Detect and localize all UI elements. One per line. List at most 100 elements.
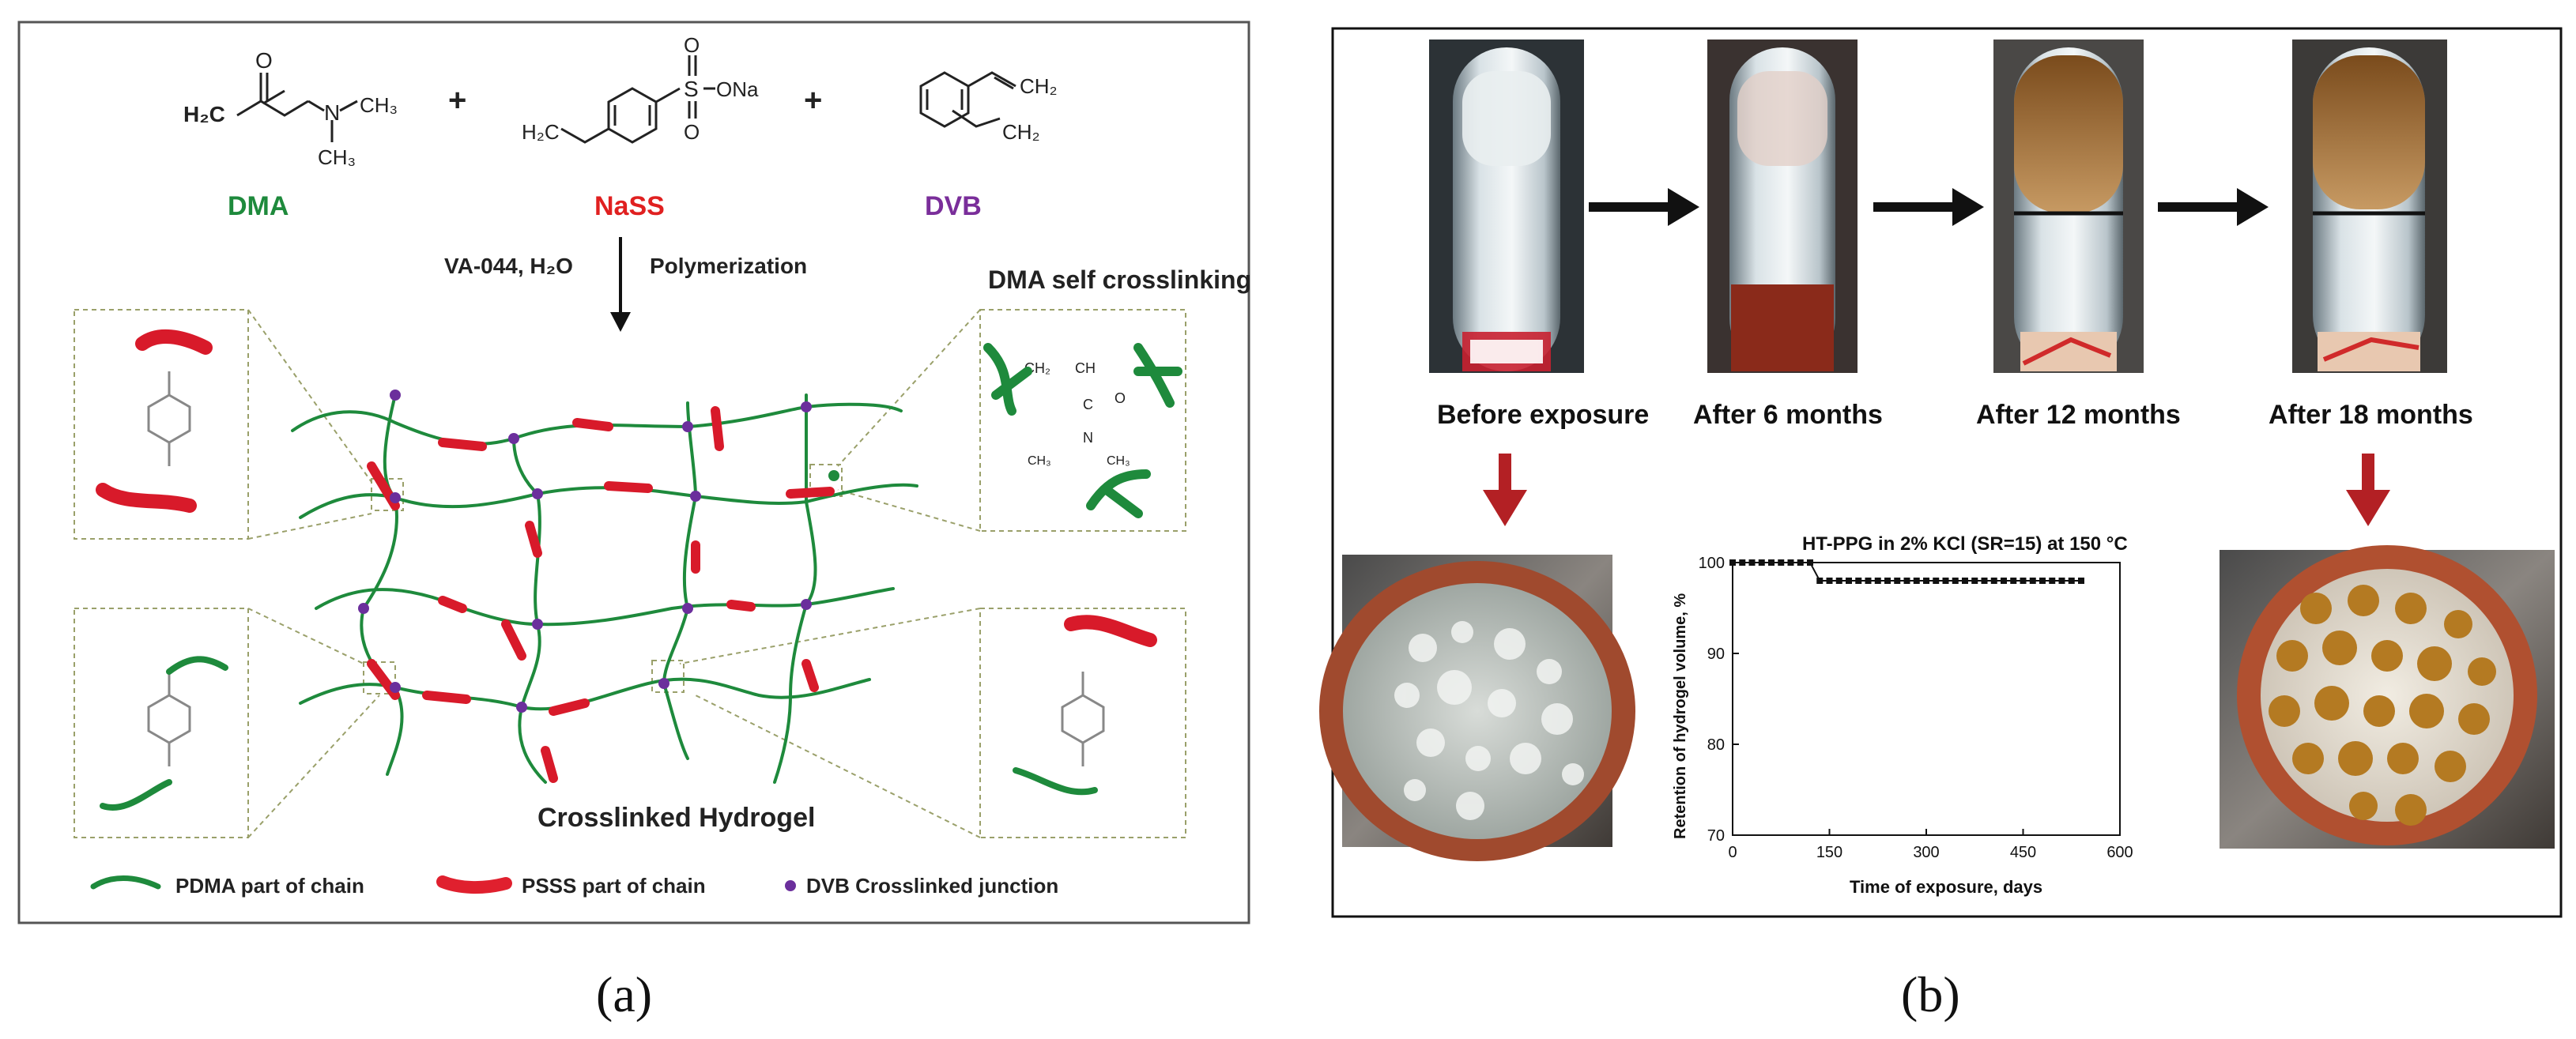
data-point xyxy=(1865,578,1872,584)
data-point xyxy=(1903,578,1910,584)
y-tick-label: 90 xyxy=(1707,646,1725,663)
plus-sign-2: + xyxy=(804,83,822,118)
monomer-nass-label: NaSS xyxy=(594,191,665,221)
data-point xyxy=(1913,578,1920,584)
time-arrows xyxy=(1589,188,2269,226)
nass-s: S xyxy=(684,77,699,101)
chart-xlabel: Time of exposure, days xyxy=(1850,877,2042,897)
down-arrows xyxy=(1483,454,2390,526)
legend-pdma-swatch xyxy=(90,875,161,890)
data-point xyxy=(1787,559,1794,566)
data-point xyxy=(1816,578,1824,584)
self-crosslinking-label: DMA self crosslinking xyxy=(988,265,1251,294)
data-point xyxy=(1962,578,1968,584)
stage-label-18-months: After 18 months xyxy=(2269,400,2473,430)
nass-structure xyxy=(560,55,715,144)
tube-photo-before xyxy=(1429,40,1584,373)
data-point xyxy=(1981,578,1988,584)
y-tick-label: 80 xyxy=(1707,736,1725,754)
inset-o: O xyxy=(1115,390,1126,406)
data-point xyxy=(1807,559,1813,566)
data-point xyxy=(1923,578,1929,584)
legend-pdma-label: PDMA part of chain xyxy=(175,874,364,898)
data-point xyxy=(2078,578,2084,584)
chart-marks xyxy=(1729,559,2084,584)
data-point xyxy=(1729,559,1736,566)
panel-a-caption: (a) xyxy=(596,966,652,1022)
hydrogel-label: Crosslinked Hydrogel xyxy=(537,803,815,833)
data-point xyxy=(1942,578,1949,584)
data-point xyxy=(1758,559,1765,566)
legend-dvb-swatch xyxy=(785,880,796,891)
reaction-arrowhead xyxy=(610,312,631,332)
reaction-conditions: VA-044, H₂O xyxy=(444,254,573,278)
tube-photo-18-months xyxy=(2292,40,2447,373)
stage-label-6-months: After 6 months xyxy=(1693,400,1883,430)
data-point xyxy=(2049,578,2056,584)
data-point xyxy=(1855,578,1862,584)
inset-bottom-right xyxy=(979,608,1186,838)
dma-n: N xyxy=(324,100,340,125)
x-tick-label: 450 xyxy=(2010,844,2036,861)
y-tick-label: 100 xyxy=(1699,555,1725,572)
inset-top-right: CH₂ CH C O N CH₃ CH₃ xyxy=(979,309,1186,532)
inset-top-left xyxy=(74,309,249,540)
panel-a: H₂C O N CH₃ CH₃ DMA + S O O ONa H₂C NaSS… xyxy=(17,21,1251,924)
data-point xyxy=(1894,578,1901,584)
dish-photo-after xyxy=(2220,545,2555,849)
data-point xyxy=(2058,578,2065,584)
panel-b-caption: (b) xyxy=(1901,966,1960,1022)
nass-o-bottom: O xyxy=(684,120,700,144)
data-point xyxy=(1797,559,1804,566)
data-point xyxy=(1739,559,1746,566)
stage-label-before: Before exposure xyxy=(1437,400,1649,430)
dma-h2c: H₂C xyxy=(183,102,225,126)
data-point xyxy=(1990,578,1997,584)
legend-psss-label: PSSS part of chain xyxy=(522,874,706,898)
dma-structure xyxy=(236,73,358,142)
chart-title: HT-PPG in 2% KCl (SR=15) at 150 °C xyxy=(1802,533,2128,555)
data-point xyxy=(2029,578,2036,584)
dma-ch3-b: CH₃ xyxy=(318,145,356,169)
legend-psss-swatch xyxy=(436,875,512,894)
reaction-type: Polymerization xyxy=(650,254,807,278)
inset-ch: CH xyxy=(1075,360,1096,376)
data-point xyxy=(1778,559,1785,566)
nass-ona: ONa xyxy=(716,77,759,101)
data-point xyxy=(1874,578,1881,584)
dma-ch3-a: CH₃ xyxy=(360,93,398,117)
dma-o: O xyxy=(255,48,273,73)
data-point xyxy=(1835,578,1842,584)
monomer-dma-label: DMA xyxy=(228,191,289,221)
data-point xyxy=(1952,578,1959,584)
inset-c: C xyxy=(1083,397,1093,412)
chart-ylabel: Retention of hydrogel volume, % xyxy=(1672,593,1689,839)
data-point xyxy=(1748,559,1756,566)
x-tick-label: 600 xyxy=(2106,844,2133,861)
data-point xyxy=(2010,578,2017,584)
data-point xyxy=(1846,578,1852,584)
legend: PDMA part of chain PSSS part of chain DV… xyxy=(90,874,1058,898)
tube-photo-6-months xyxy=(1707,40,1858,373)
stage-label-12-months: After 12 months xyxy=(1976,400,2181,430)
inset-n: N xyxy=(1083,430,1093,446)
data-point xyxy=(2001,578,2007,584)
inset-h3c: CH₃ xyxy=(1028,454,1051,468)
plus-sign-1: + xyxy=(448,83,466,118)
dvb-structure xyxy=(919,71,1016,128)
inset-bottom-left xyxy=(74,608,249,838)
dvb-ch2-b: CH₂ xyxy=(1002,120,1040,144)
nass-o-top: O xyxy=(684,33,700,57)
nass-h2c: H₂C xyxy=(522,120,560,144)
dish-photo-before xyxy=(1319,555,1635,861)
tube-photo-12-months xyxy=(1993,40,2144,373)
inset-ch3: CH₃ xyxy=(1107,454,1130,468)
data-point xyxy=(2020,578,2027,584)
polymer-network xyxy=(291,390,918,784)
y-tick-label: 70 xyxy=(1707,827,1725,845)
data-point xyxy=(1933,578,1940,584)
data-point xyxy=(1884,578,1891,584)
data-point xyxy=(2039,578,2046,584)
x-tick-label: 300 xyxy=(1913,844,1939,861)
